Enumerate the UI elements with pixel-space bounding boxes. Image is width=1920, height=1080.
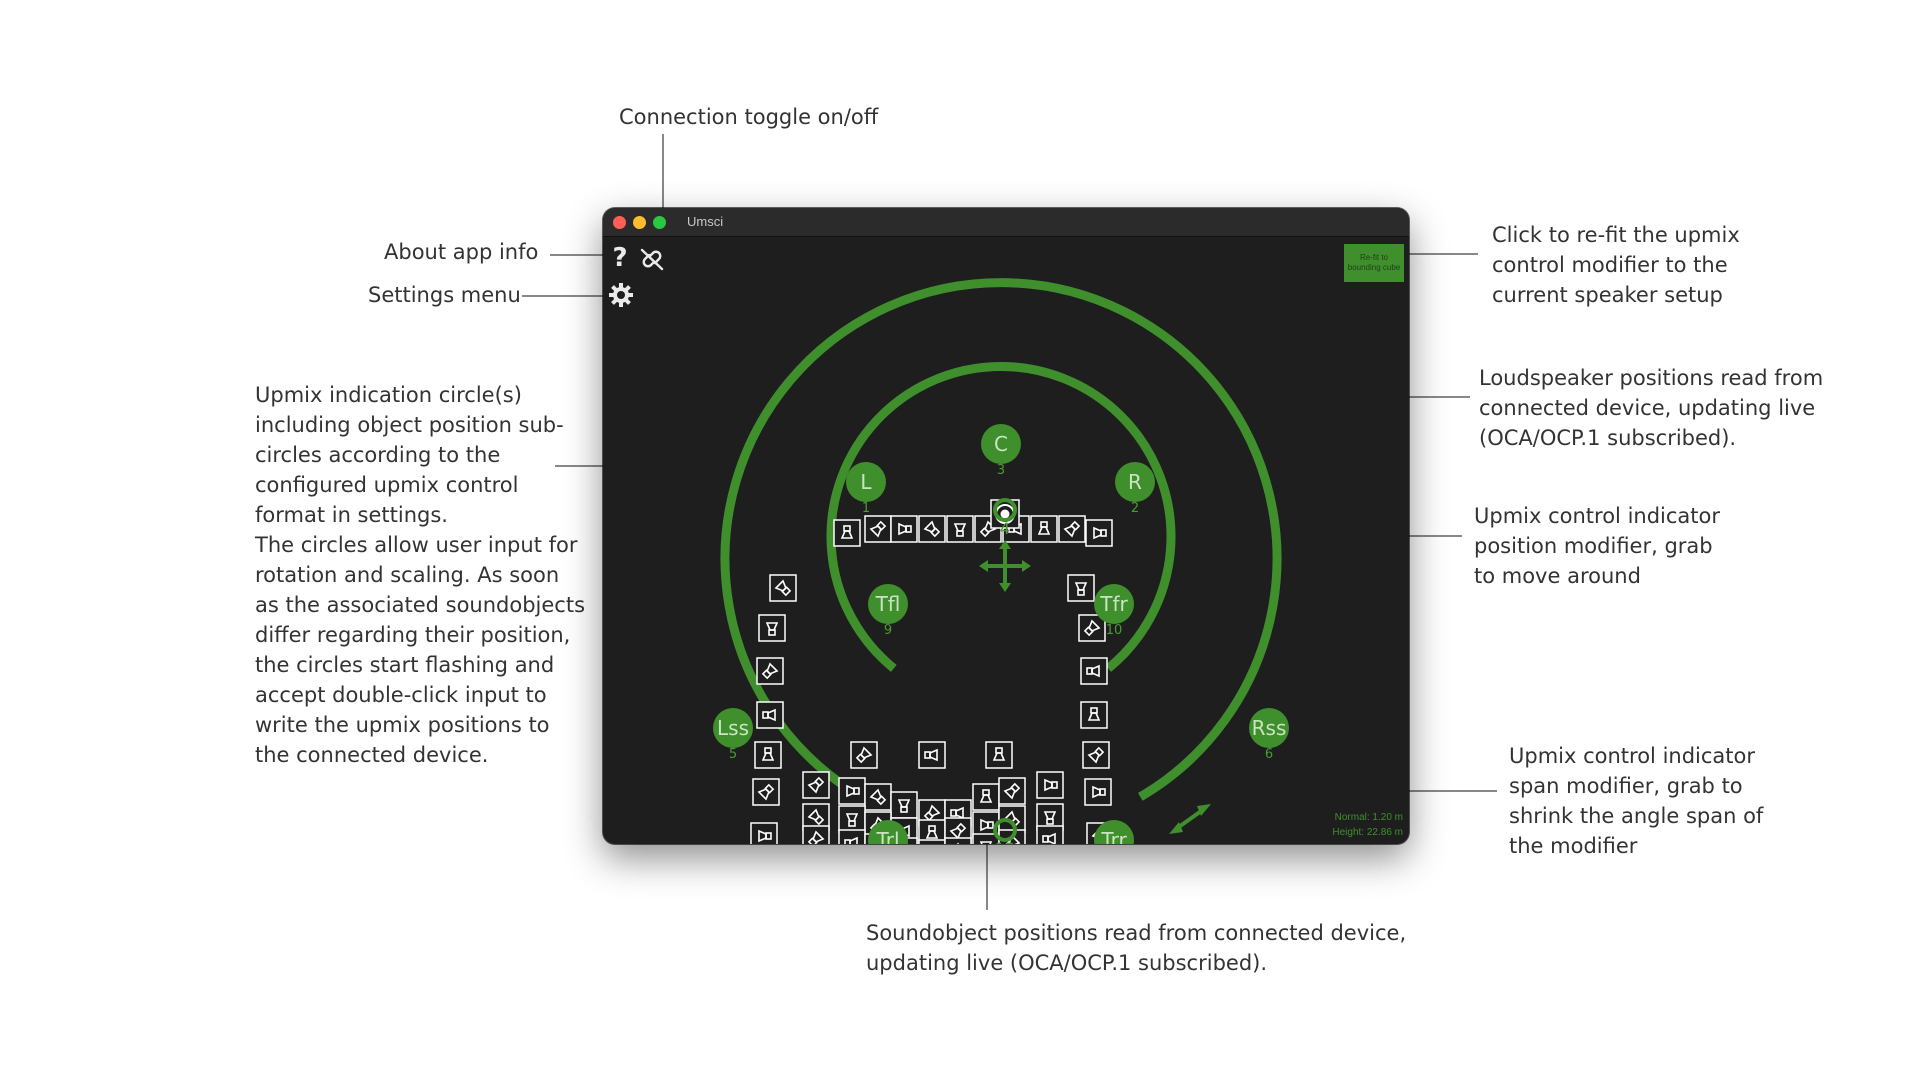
zoom-window-button[interactable] bbox=[653, 216, 666, 229]
annotation-refit: Click to re-fit the upmix control modifi… bbox=[1492, 223, 1740, 307]
soundobject-layer: 4131415161718192021 bbox=[993, 498, 1017, 844]
upmix-channel-tfl[interactable]: Tfl 9 bbox=[868, 584, 908, 638]
annotation-loudspeakers: Loudspeaker positions read from connecte… bbox=[1479, 366, 1824, 450]
status-height: Height: 22.86 m bbox=[1332, 827, 1403, 838]
loudspeaker-icon bbox=[918, 839, 946, 844]
status-readout: Normal: 1.20 m Height: 22.86 m bbox=[1332, 810, 1403, 840]
loudspeaker-icon bbox=[1058, 515, 1086, 543]
loudspeaker-icon bbox=[756, 701, 784, 729]
soundobject-index: 13 bbox=[995, 839, 1015, 844]
upmix-channel-label: Trl bbox=[875, 828, 899, 844]
loudspeaker-icon bbox=[750, 822, 778, 844]
loudspeaker-icon bbox=[850, 741, 878, 769]
upmix-channel-label: L bbox=[860, 470, 872, 494]
loudspeaker-icon bbox=[752, 778, 780, 806]
loudspeaker-icon bbox=[1067, 574, 1095, 602]
loudspeaker-icon bbox=[1080, 657, 1108, 685]
upmix-channel-rss[interactable]: Rss 6 bbox=[1249, 708, 1289, 762]
loudspeaker-icon bbox=[985, 741, 1013, 769]
soundobject-index: 4 bbox=[1000, 519, 1010, 538]
loudspeaker-icon bbox=[833, 519, 861, 547]
loudspeaker-icon bbox=[890, 515, 918, 543]
annotation-about-app-info: About app info bbox=[384, 240, 539, 264]
loudspeaker-icon bbox=[769, 574, 797, 602]
loudspeaker-icon bbox=[998, 777, 1026, 805]
upmix-channel-label: Rss bbox=[1252, 716, 1287, 740]
upmix-channel-index: 1 bbox=[862, 501, 870, 516]
close-window-button[interactable] bbox=[613, 216, 626, 229]
loudspeaker-icon bbox=[754, 741, 782, 769]
loudspeaker-icon bbox=[1036, 771, 1064, 799]
loudspeaker-icon bbox=[972, 833, 1000, 844]
annotation-connection-toggle: Connection toggle on/off bbox=[619, 105, 879, 129]
link-off-icon[interactable] bbox=[639, 247, 665, 271]
upmix-channel-index: 9 bbox=[884, 623, 892, 638]
loudspeaker-icon bbox=[1082, 741, 1110, 769]
loudspeaker-icon bbox=[838, 829, 866, 844]
annotation-position-modifier: Upmix control indicator position modifie… bbox=[1474, 504, 1721, 588]
loudspeaker-layer bbox=[750, 515, 1114, 844]
upmix-channel-index: 5 bbox=[729, 747, 737, 762]
loudspeaker-icon bbox=[838, 805, 866, 833]
window-title: Umsci bbox=[687, 214, 724, 229]
loudspeaker-icon bbox=[918, 741, 946, 769]
upmix-channel-index: 10 bbox=[1106, 623, 1123, 638]
loudspeaker-icon bbox=[972, 783, 1000, 811]
minimize-window-button[interactable] bbox=[633, 216, 646, 229]
loudspeaker-icon bbox=[918, 515, 946, 543]
soundobject-marker[interactable]: 13 bbox=[993, 818, 1017, 844]
upmix-channel-lss[interactable]: Lss 5 bbox=[713, 708, 753, 762]
loudspeaker-icon bbox=[1030, 515, 1058, 543]
upmix-inner-circle[interactable] bbox=[826, 362, 1176, 672]
upmix-channel-l[interactable]: L1 bbox=[846, 462, 886, 516]
loudspeaker-icon bbox=[864, 515, 892, 543]
annotation-soundobjects: Soundobject positions read from connecte… bbox=[866, 921, 1407, 975]
loudspeaker-icon bbox=[1036, 825, 1064, 844]
umsci-window: Umsci 4131415161718192021 L1C3R2Lss5Rss6… bbox=[603, 208, 1409, 844]
annotation-upmix-circles: Upmix indication circle(s) including obj… bbox=[255, 383, 586, 767]
upmix-channel-index: 2 bbox=[1131, 501, 1139, 516]
loudspeaker-icon bbox=[802, 825, 830, 844]
span-modifier-icon[interactable] bbox=[1169, 804, 1211, 834]
loudspeaker-icon bbox=[756, 657, 784, 685]
loudspeaker-icon bbox=[758, 614, 786, 642]
gear-icon[interactable] bbox=[608, 282, 634, 308]
upmix-channel-trr[interactable]: Trr12 bbox=[1094, 820, 1134, 844]
loudspeaker-icon bbox=[890, 791, 918, 819]
upmix-channel-index: 3 bbox=[997, 463, 1005, 478]
upmix-channel-r[interactable]: R2 bbox=[1115, 462, 1155, 516]
loudspeaker-icon bbox=[1078, 614, 1106, 642]
upmix-channel-label: Lss bbox=[717, 716, 749, 740]
upmix-canvas[interactable]: 4131415161718192021 L1C3R2Lss5Rss6Lrs7Rr… bbox=[603, 236, 1409, 844]
upmix-channel-label: C bbox=[994, 432, 1008, 456]
loudspeaker-icon bbox=[864, 783, 892, 811]
title-bar[interactable]: Umsci bbox=[603, 208, 1409, 237]
upmix-channel-label: Tfr bbox=[1099, 592, 1128, 616]
loudspeaker-icon bbox=[802, 771, 830, 799]
position-modifier-icon[interactable] bbox=[979, 540, 1031, 592]
loudspeaker-icon bbox=[944, 837, 972, 844]
refit-button[interactable]: Re-fit to bounding cube bbox=[1344, 244, 1404, 282]
annotation-settings-menu: Settings menu bbox=[368, 283, 521, 307]
upmix-channel-trl[interactable]: Trl11 bbox=[868, 820, 908, 844]
upmix-channel-label: R bbox=[1128, 470, 1142, 494]
upmix-channel-tfr[interactable]: Tfr 10 bbox=[1094, 584, 1134, 638]
upmix-outer-circle[interactable] bbox=[720, 278, 1282, 801]
loudspeaker-icon bbox=[1080, 701, 1108, 729]
loudspeaker-icon bbox=[1084, 778, 1112, 806]
upmix-channel-layer: L1C3R2Lss5Rss6Lrs7Rrs8Tfl9Tfr10Trl11Trr1… bbox=[713, 424, 1289, 844]
question-icon[interactable]: ? bbox=[612, 243, 628, 273]
annotation-span-modifier: Upmix control indicator span modifier, g… bbox=[1509, 744, 1764, 858]
loudspeaker-icon bbox=[1085, 519, 1113, 547]
upmix-channel-c[interactable]: C3 bbox=[981, 424, 1021, 478]
soundobject-marker[interactable]: 4 bbox=[993, 498, 1017, 538]
loudspeaker-icon bbox=[838, 777, 866, 805]
upmix-channel-label: Tfl bbox=[875, 592, 901, 616]
loudspeaker-icon bbox=[946, 515, 974, 543]
upmix-channel-label: Trr bbox=[1100, 828, 1127, 844]
status-normal: Normal: 1.20 m bbox=[1334, 812, 1403, 823]
upmix-channel-index: 6 bbox=[1265, 747, 1273, 762]
